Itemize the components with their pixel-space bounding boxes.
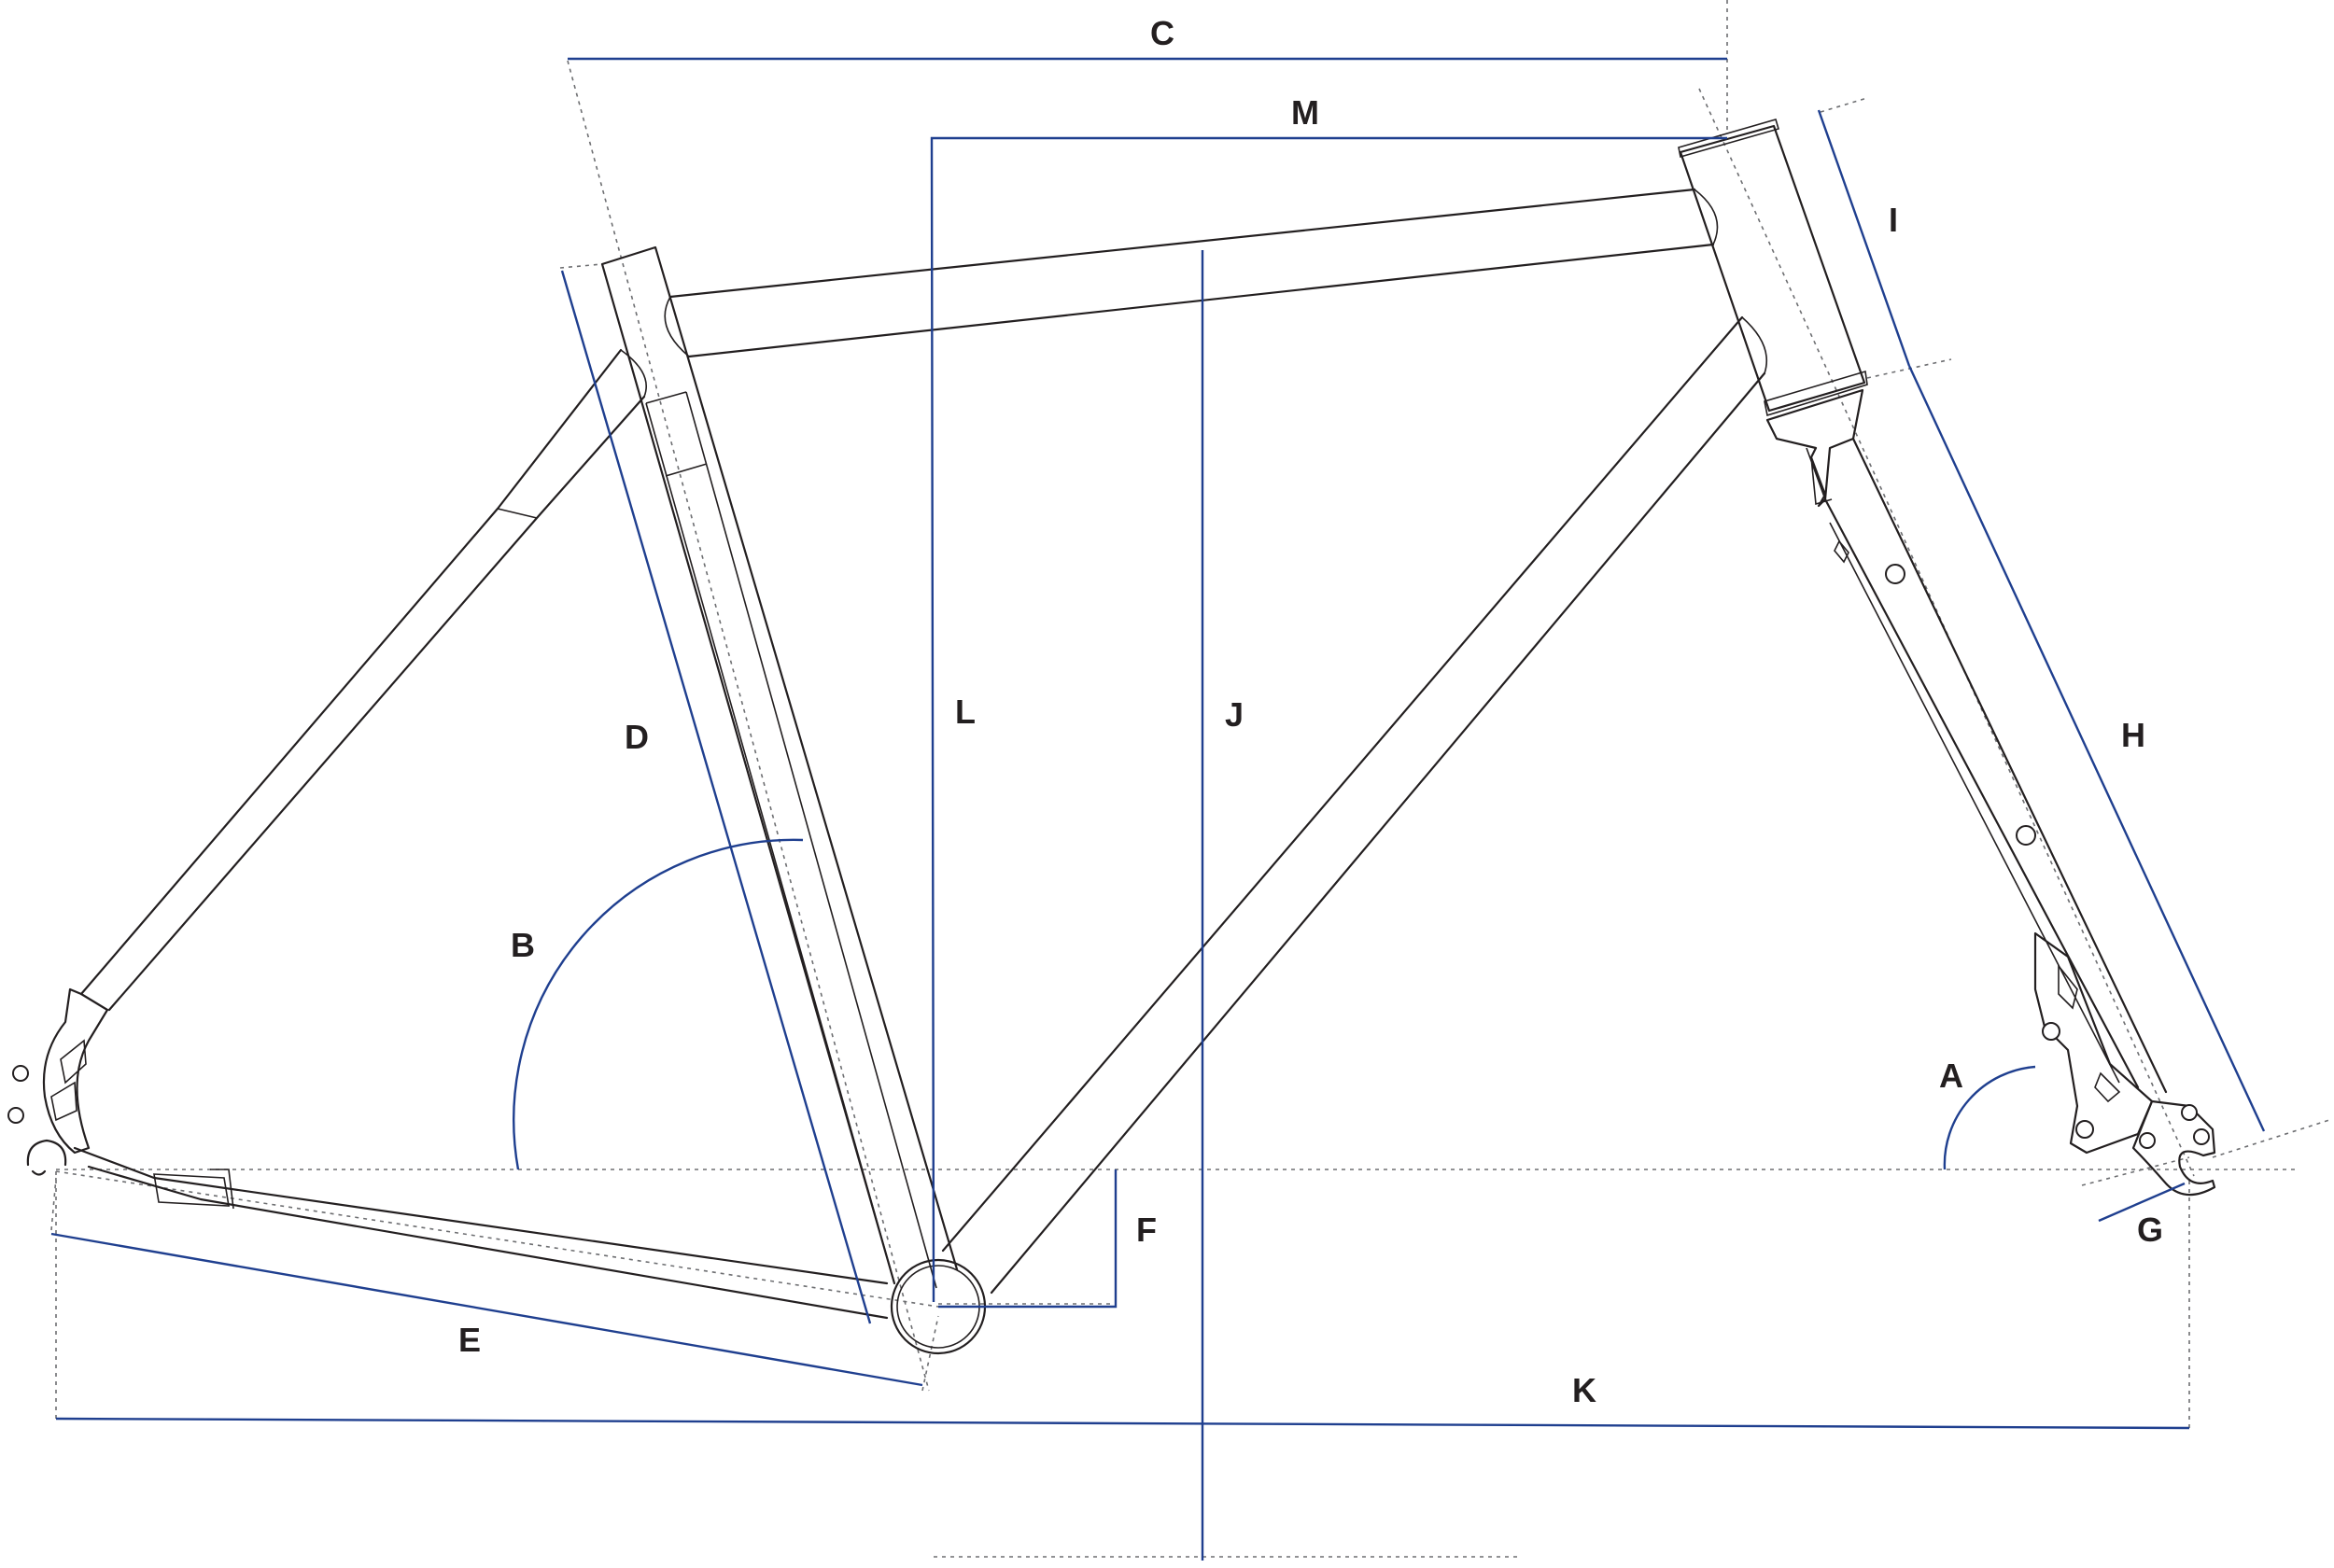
dropout-cutouts [50, 1039, 87, 1122]
dimension-label-m: M [1291, 93, 1319, 132]
dimension-label-f: F [1136, 1211, 1157, 1249]
construction-lines [50, 0, 2330, 1558]
down-tube [941, 315, 1766, 1295]
dimension-label-l: L [955, 693, 976, 731]
top-tube-end-right [1694, 189, 1719, 245]
chain-stay [73, 1146, 889, 1320]
head-tube-lower-cup [1764, 370, 1868, 417]
dropout-eyelet [7, 1107, 24, 1124]
rear-dropout [42, 987, 109, 1155]
dimension-label-b: B [511, 926, 535, 964]
dimension-line-i [1817, 109, 1911, 367]
disc-mount-cutouts [2058, 963, 2121, 1103]
chainstay-bridge [153, 1169, 234, 1210]
fork-mount-hole [2016, 825, 2036, 846]
disc-mount-hole [2042, 1022, 2060, 1041]
seat-tube-inner [645, 391, 937, 1289]
dimension-label-d: D [625, 718, 649, 756]
top-tube [668, 188, 1715, 358]
rear-dropout-hook [26, 1139, 67, 1176]
head-angle-arc [1943, 1065, 2036, 1170]
fork-dropout-eyelet [2193, 1128, 2210, 1145]
dimension-line-f [938, 1169, 1118, 1309]
dimension-label-j: J [1225, 695, 1244, 734]
dimension-label-c: C [1150, 14, 1174, 52]
seat-stay-join [497, 349, 648, 519]
dimension-line-h [1907, 365, 2266, 1132]
fork-crown [1765, 388, 1864, 508]
dimension-line-d [560, 270, 872, 1324]
dimension-line-g [2098, 1182, 2186, 1223]
down-tube-head-join [1741, 316, 1768, 374]
disc-mount-hole [2075, 1120, 2094, 1139]
seat-tube [600, 245, 959, 1285]
dimension-label-g: G [2137, 1211, 2163, 1249]
seat-stay [79, 348, 646, 1012]
dimension-label-h: H [2121, 716, 2145, 754]
dimension-lines [50, 57, 2266, 1561]
bike-frame [7, 119, 2216, 1355]
dimension-label-e: E [458, 1321, 481, 1359]
seat-angle-arc [513, 838, 804, 1170]
fork-dropout-eyelet [2139, 1132, 2156, 1149]
fork-disc-mount [2033, 931, 2154, 1155]
dimension-line-e [50, 1232, 923, 1387]
head-tube-top-cap [1678, 119, 1779, 159]
fork-blade [1823, 437, 2168, 1094]
dimension-label-i: I [1889, 201, 1898, 239]
dimension-label-k: K [1572, 1371, 1596, 1409]
dimension-labels: C M I D L J H B A F G E K [458, 14, 2163, 1409]
dimension-label-a: A [1939, 1057, 1963, 1095]
fork-dropout-eyelet [2181, 1104, 2198, 1121]
fork-mount-hole [1885, 564, 1905, 584]
dimension-line-k [55, 1417, 2190, 1430]
fork-dropout [2131, 1099, 2216, 1197]
dimension-line-m [930, 136, 1727, 1303]
fork-guide [1834, 539, 1849, 564]
top-tube-end-left [664, 296, 690, 357]
head-tube [1679, 124, 1866, 413]
fork-blade-inner [1829, 522, 2120, 1084]
dropout-eyelet [12, 1065, 29, 1082]
